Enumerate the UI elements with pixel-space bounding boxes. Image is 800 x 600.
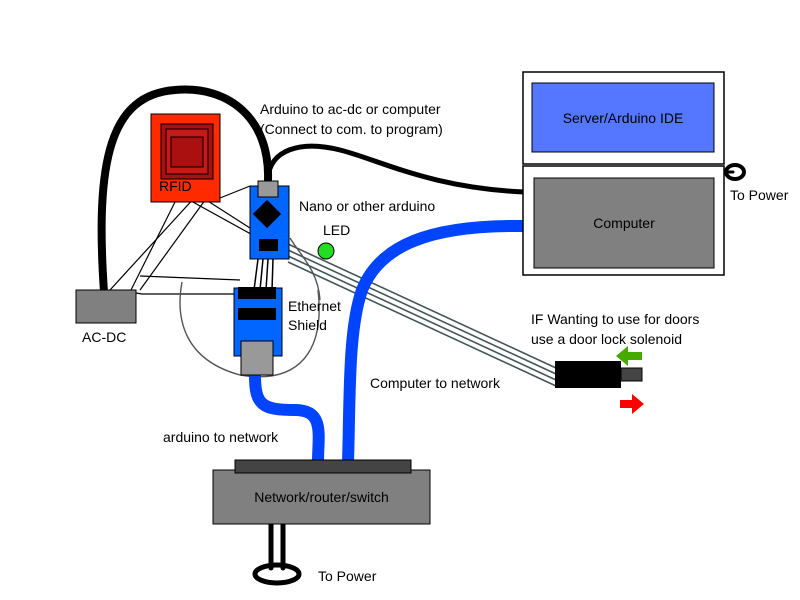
- shield-header-top: [238, 287, 276, 299]
- ethernet-label-line2: Shield: [288, 317, 327, 333]
- acdc-to-shield-wire: [139, 275, 241, 281]
- door-label-line2: use a door lock solenoid: [531, 331, 682, 347]
- arduino-nano: [249, 180, 290, 260]
- monitor-screen: [531, 82, 715, 153]
- arduino-network-cable: [249, 369, 325, 468]
- rfid-coil-inner: [170, 136, 204, 168]
- arduino-network-label: arduino to network: [163, 429, 279, 445]
- rfid-to-acdc-wire: [129, 195, 179, 293]
- acdc-to-shield-wire-2: [129, 291, 240, 295]
- nano-side-wire: [289, 237, 321, 301]
- rfid-to-acdc-wire-2: [109, 195, 197, 291]
- signal-wires: [109, 185, 259, 295]
- network-router: [212, 459, 431, 525]
- rfid-to-acdc-wire-3: [139, 195, 209, 291]
- nano-header: [259, 239, 278, 251]
- arduino-power-label: Arduino to ac-dc or computer: [260, 101, 441, 117]
- computer-network-label: Computer to network: [370, 375, 500, 391]
- ac-dc-label: AC-DC: [82, 329, 127, 345]
- computer-tower: [522, 165, 725, 276]
- solenoid-wire-1: [287, 243, 557, 369]
- solenoid-wire-2: [287, 249, 557, 375]
- router-power-label: To Power: [318, 568, 377, 584]
- ethernet-shield: [233, 287, 283, 376]
- ethernet-label-line1: Ethernet: [288, 298, 341, 314]
- computer-power-label: To Power: [730, 187, 789, 203]
- nano-label: Nano or other arduino: [299, 198, 436, 214]
- rfid-label: RFID: [159, 178, 192, 194]
- led-icon: [317, 242, 335, 260]
- rfid-reader: [150, 113, 221, 203]
- router-label: Network/router/switch: [254, 489, 389, 505]
- shield-header-bottom: [238, 308, 276, 320]
- computer-power-plug-icon: [724, 163, 746, 181]
- rfid-to-nano-wire-3: [214, 185, 251, 201]
- rj45-port: [240, 340, 274, 376]
- router-body: [212, 469, 431, 525]
- nano-usb-port: [257, 180, 279, 198]
- rfid-to-nano-wire: [181, 195, 259, 239]
- arrow-retract-icon: [616, 346, 642, 366]
- solenoid-body: [555, 361, 621, 388]
- solenoid-plunger: [620, 367, 643, 382]
- computer-network-cable: [342, 219, 528, 468]
- loop-wires: [179, 237, 321, 378]
- network-cables: [249, 219, 528, 468]
- acdc-to-nano-cable: [97, 85, 273, 296]
- solenoid-wires: [287, 243, 557, 387]
- arrow-extend-icon: [620, 394, 644, 414]
- router-power-plug-icon: [252, 562, 302, 586]
- arduino-power-note: (Connect to com. to program): [260, 121, 443, 137]
- router-ports: [234, 459, 412, 474]
- ac-dc-adapter: [75, 289, 137, 324]
- server-ide-label: Server/Arduino IDE: [562, 109, 684, 126]
- computer-label: Computer: [593, 215, 655, 231]
- ground-loop-wire: [179, 281, 320, 378]
- solenoid-wire-3: [287, 255, 557, 381]
- door-lock-solenoid: [555, 346, 644, 414]
- door-label-line1: IF Wanting to use for doors: [531, 311, 700, 327]
- solenoid-wire-4: [287, 261, 557, 387]
- nano-shield-pins: [253, 258, 274, 291]
- computer-panel: [533, 177, 715, 269]
- nano-to-computer-cable: [265, 143, 528, 195]
- led-label: LED: [323, 222, 351, 238]
- server-monitor: [522, 71, 725, 165]
